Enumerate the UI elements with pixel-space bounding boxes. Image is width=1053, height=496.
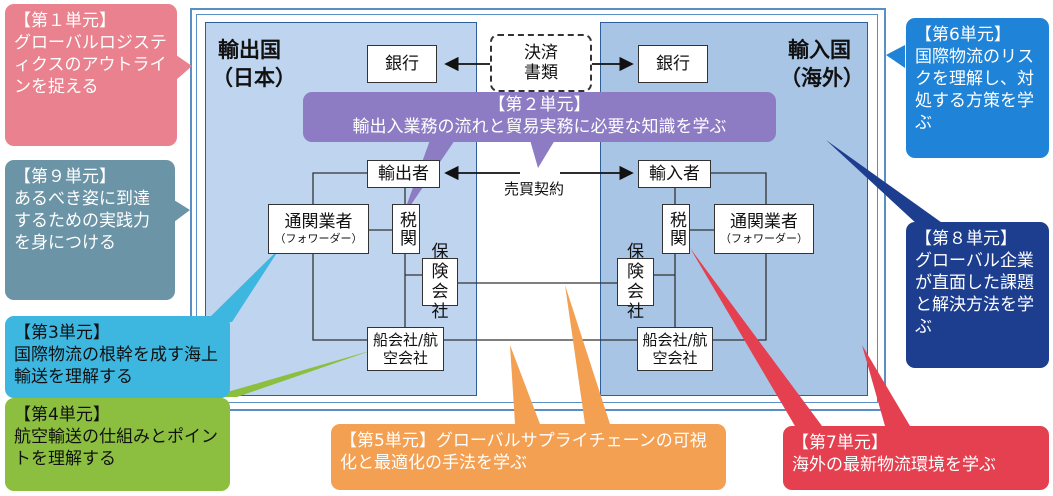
bank-left: 銀行 <box>367 45 437 83</box>
unit-2-callout: 【第２単元】 輸出入業務の流れと貿易実務に必要な知識を学ぶ <box>303 92 776 142</box>
unit-1-text: グローバルロジスティクスのアウトラインを捉える <box>14 33 167 97</box>
unit-4-label: 【第4単元】 <box>14 405 110 425</box>
u6-pointer <box>886 45 905 68</box>
u5-pointer-2 <box>565 285 610 424</box>
carrier-left: 船会社/航空会社 <box>367 327 444 371</box>
unit-3-label: 【第3単元】 <box>14 323 110 343</box>
unit-9-label: 【第９単元】 <box>14 167 116 187</box>
u9-pointer <box>174 200 190 222</box>
unit-6-callout: 【第6単元】 国際物流のリスクを理解し、対処する方策を学ぶ <box>906 18 1049 158</box>
settlement-documents: 決済書類 <box>490 34 592 92</box>
left-network-outline <box>312 172 368 341</box>
customs-broker-right-sub: （フォワーダー） <box>720 232 808 245</box>
unit-5-callout: 【第5単元】グローバルサプライチェーンの可視化と最適化の手法を学ぶ <box>331 424 726 490</box>
bank-right: 銀行 <box>638 45 708 83</box>
unit-2-label: 【第２単元】 <box>488 95 591 115</box>
settlement-documents-label: 決済書類 <box>524 43 558 83</box>
unit-8-text: グローバル企業が直面した課題と解決方法を学ぶ <box>915 251 1034 337</box>
importer-title-main: 輸入国 <box>788 38 851 62</box>
exporter-title-main: 輸出国 <box>218 38 281 62</box>
u7-pointer-1 <box>690 248 822 426</box>
unit-3-text: 国際物流の根幹を成す海上輸送を理解する <box>14 345 218 387</box>
unit-6-text: 国際物流のリスクを理解し、対処する方策を学ぶ <box>915 47 1034 133</box>
customs-left: 税関 <box>392 204 420 254</box>
exporter-title: 輸出国 （日本） <box>212 36 296 92</box>
u3-pointer <box>205 248 280 322</box>
unit-7-text: 海外の最新物流環境を学ぶ <box>792 455 996 475</box>
bank-right-label: 銀行 <box>656 54 690 74</box>
unit-5-label: 【第5単元】 <box>340 431 436 451</box>
u2-pointer-2 <box>530 140 555 168</box>
unit-6-label: 【第6単元】 <box>915 25 1011 45</box>
u8-pointer <box>826 140 945 225</box>
importer-title-sub: （海外） <box>780 66 864 90</box>
unit-8-callout: 【第８単元】 グローバル企業が直面した課題と解決方法を学ぶ <box>906 222 1049 368</box>
unit-1-label: 【第１単元】 <box>14 11 116 31</box>
customs-broker-right: 通関業者 （フォワーダー） <box>714 204 814 254</box>
sales-contract-label: 売買契約 <box>504 180 565 198</box>
exporter-party-label: 輸出者 <box>378 164 429 184</box>
unit-4-text: 航空輸送の仕組みとポイントを理解する <box>14 427 218 469</box>
unit-8-label: 【第８単元】 <box>915 229 1017 249</box>
importer-title: 輸入国 （海外） <box>780 36 864 92</box>
unit-5-text: グローバルサプライチェーンの可視化と最適化の手法を学ぶ <box>340 431 707 473</box>
unit-2-text: 輸出入業務の流れと貿易実務に必要な知識を学ぶ <box>352 117 727 137</box>
u5-pointer-1 <box>510 345 540 424</box>
inner-frame <box>196 14 878 403</box>
unit-4-callout: 【第4単元】 航空輸送の仕組みとポイントを理解する <box>5 398 230 491</box>
customs-broker-left-sub: （フォワーダー） <box>274 232 363 245</box>
right-network-outline <box>711 172 767 341</box>
carrier-right-label: 船会社/航空会社 <box>642 331 708 367</box>
unit-9-text: あるべき姿に到達するための実践力を身につける <box>14 189 150 253</box>
unit-1-callout: 【第１単元】 グローバルロジスティクスのアウトラインを捉える <box>5 4 177 146</box>
insurance-left-label: 保険会社 <box>431 242 449 322</box>
exporter-party: 輸出者 <box>367 160 440 188</box>
exporter-title-sub: （日本） <box>212 66 296 90</box>
importer-party-label: 輸入者 <box>649 164 700 184</box>
customs-broker-right-label: 通関業者 <box>730 212 798 232</box>
u1-pointer <box>176 55 192 80</box>
unit-7-callout: 【第7単元】 海外の最新物流環境を学ぶ <box>783 426 1049 490</box>
unit-7-label: 【第7単元】 <box>792 433 888 453</box>
outer-frame <box>190 8 886 411</box>
importer-party: 輸入者 <box>638 160 711 188</box>
unit-9-callout: 【第９単元】 あるべき姿に到達するための実践力を身につける <box>5 160 175 300</box>
customs-right: 税関 <box>662 204 690 254</box>
insurance-right: 保険会社 <box>617 242 654 322</box>
customs-left-label: 税関 <box>396 211 416 247</box>
u7-pointer-2 <box>862 345 910 426</box>
carrier-left-label: 船会社/航空会社 <box>372 331 439 367</box>
u4-pointer <box>210 350 373 397</box>
customs-broker-left-label: 通関業者 <box>284 212 353 232</box>
unit-3-callout: 【第3単元】 国際物流の根幹を成す海上輸送を理解する <box>5 316 230 398</box>
carrier-right: 船会社/航空会社 <box>637 327 713 371</box>
bank-left-label: 銀行 <box>385 54 419 74</box>
insurance-right-label: 保険会社 <box>627 242 644 322</box>
insurance-left: 保険会社 <box>422 242 458 322</box>
customs-broker-left: 通関業者 （フォワーダー） <box>268 204 369 254</box>
customs-right-label: 税関 <box>666 211 686 247</box>
